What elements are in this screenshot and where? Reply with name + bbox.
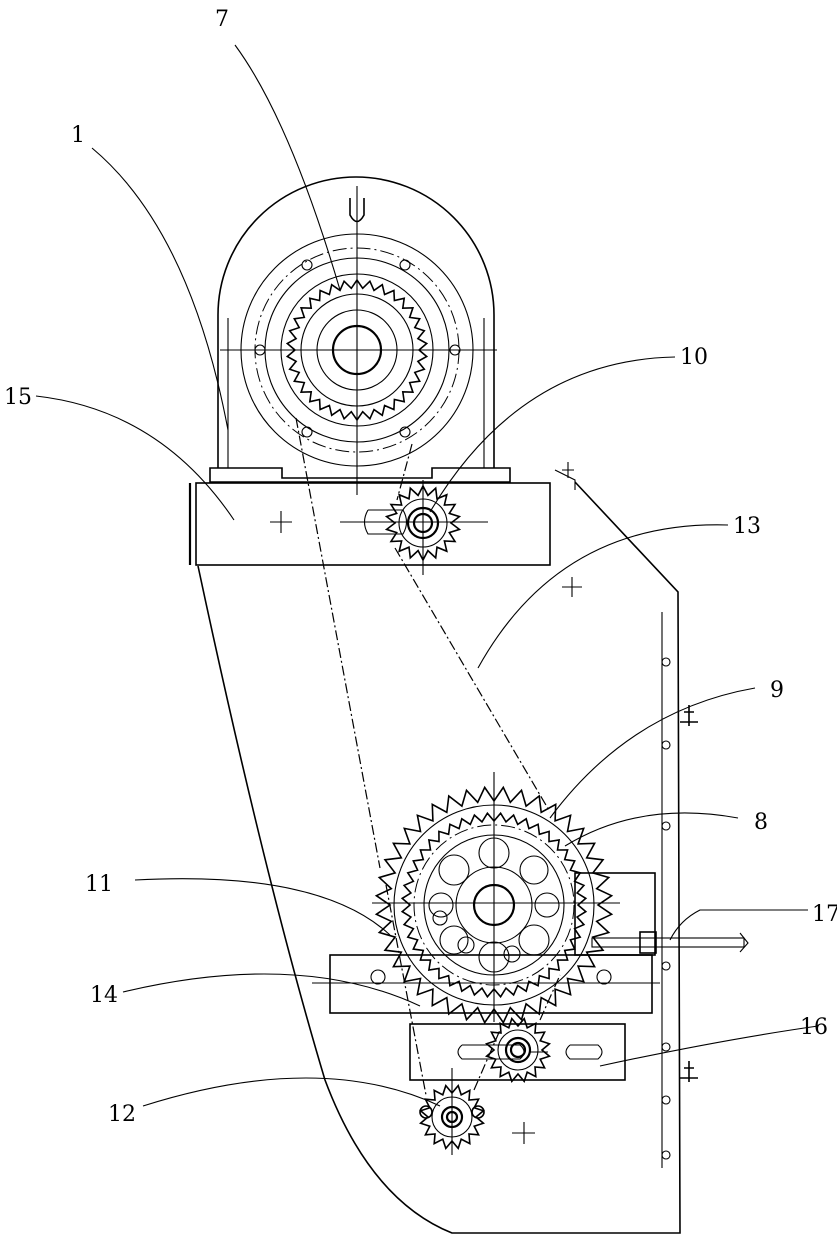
lightening-hole [428,892,454,918]
lightening-hole [534,892,560,918]
label-1: 1 [71,123,85,148]
leader-7 [234,44,341,291]
label-8: 8 [754,810,768,835]
plate-holes [661,657,698,1160]
side-plate [197,481,681,1234]
motor-housing [209,176,511,495]
label-12: 12 [108,1102,136,1127]
label-13: 13 [733,514,761,539]
leader-9 [549,687,756,819]
sprocket-7-teeth [285,278,429,422]
drive-sprocket [285,278,429,422]
leader-1 [91,147,229,431]
lightening-hole [518,924,550,956]
lightening-hole [439,925,469,955]
sprocket-16-teeth [484,1016,552,1084]
leader-13 [477,524,729,669]
leader-16 [599,1025,819,1067]
leader-15 [35,395,235,521]
leader-11 [134,878,391,936]
chain-roller [471,1105,485,1119]
idler-sprocket [484,1016,552,1084]
base-block [188,462,576,566]
chain-roller [419,1105,433,1119]
sprocket-9-teeth [374,785,614,1025]
label-16: 16 [800,1015,828,1040]
chain-lines [295,417,561,1096]
label-15: 15 [4,385,32,410]
label-14: 14 [90,983,118,1008]
leader-12 [142,1077,441,1107]
label-7: 7 [215,7,229,32]
sprocket-16-hub [504,1036,532,1064]
small-hole [457,936,475,954]
center-marks [451,577,582,1155]
label-17: 17 [812,902,837,927]
tension-sprocket [384,480,462,575]
lower-bracket [409,1023,626,1081]
lightening-hole [438,854,470,886]
label-11: 11 [85,872,113,897]
label-9: 9 [770,678,784,703]
sprocket-10-teeth [384,484,462,562]
small-hole [503,945,521,963]
label-10: 10 [680,345,708,370]
sprocket-16-bore [509,1041,527,1059]
sprocket-7-rim [300,293,414,407]
sprocket-8-teeth [400,811,588,999]
part-labels: 7 1 15 10 13 9 8 11 17 14 16 12 [4,7,837,1127]
leader-14 [122,973,421,1007]
leader-8 [564,812,739,847]
small-hole [432,910,448,926]
leader-10 [429,356,676,513]
adjust-rod [591,931,749,954]
leader-17 [669,909,808,941]
leader-lines [35,44,819,1107]
sprocket-16-rim [497,1029,539,1071]
lightening-hole [519,855,549,885]
